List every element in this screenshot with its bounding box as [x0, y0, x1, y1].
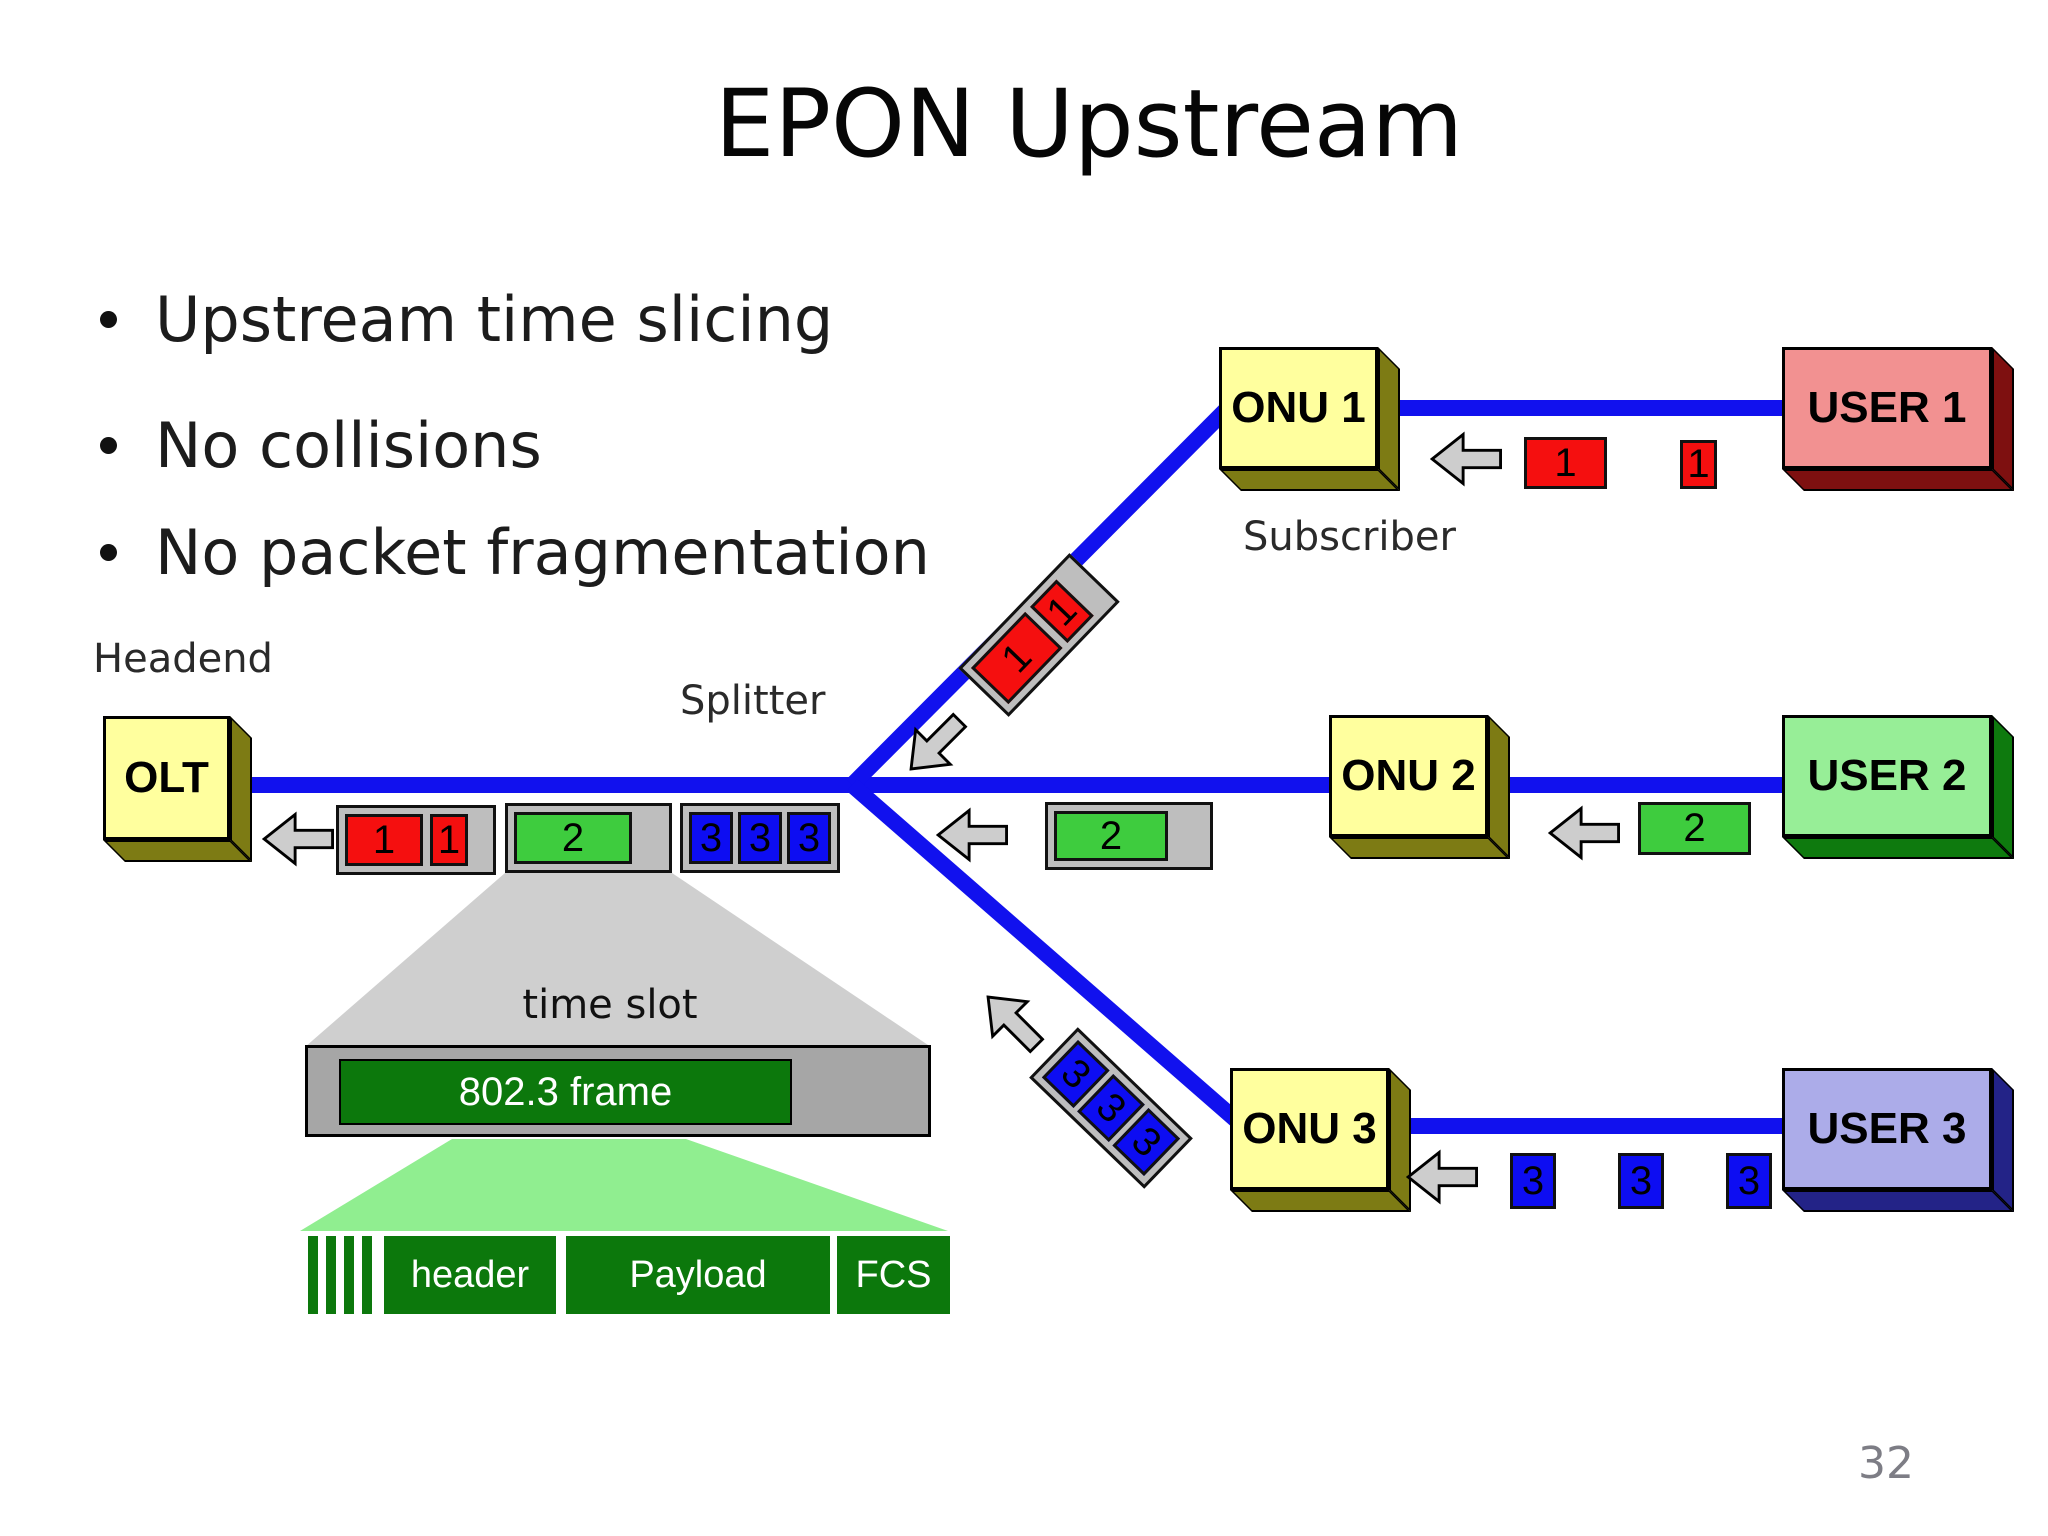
box-shadow-bottom	[103, 840, 252, 862]
timeslot-olt-user1: 1 1	[336, 805, 496, 875]
node-olt-label: OLT	[103, 716, 230, 840]
timeslot-olt-user3: 3 3 3	[680, 803, 840, 873]
box-shadow-right	[1992, 347, 2014, 491]
node-onu1: ONU 1	[1219, 347, 1400, 491]
frame-field-fcs: FCS	[837, 1236, 950, 1314]
frame-802-3-box: 802.3 frame	[339, 1059, 792, 1125]
upstream-arrow-olt-icon	[262, 810, 334, 868]
preamble-stripe	[326, 1236, 336, 1314]
preamble-stripe	[362, 1236, 372, 1314]
packet: 3	[787, 812, 831, 864]
fiber-onu1-user1	[1376, 400, 1782, 416]
node-user3: USER 3	[1782, 1068, 2014, 1212]
node-onu2: ONU 2	[1329, 715, 1510, 859]
node-onu1-label: ONU 1	[1219, 347, 1378, 469]
preamble-stripe	[344, 1236, 354, 1314]
label-headend: Headend	[93, 636, 273, 682]
fiber-onu3-user3	[1387, 1118, 1782, 1134]
upstream-arrow-splitter-icon	[889, 699, 981, 791]
packet: 2	[1054, 811, 1168, 861]
bullet-dot	[100, 437, 117, 454]
label-time-slot: time slot	[522, 982, 698, 1028]
box-shadow-right	[1992, 1068, 2014, 1212]
packet: 1	[345, 814, 423, 866]
box-shadow-bottom	[1782, 837, 2014, 859]
box-shadow-bottom	[1329, 837, 1510, 859]
box-shadow-right	[1992, 715, 2014, 859]
box-shadow-bottom	[1782, 1190, 2014, 1212]
upstream-arrow-onu3-branch-icon	[966, 975, 1058, 1067]
node-user1: USER 1	[1782, 347, 2014, 491]
page-title: EPON Upstream	[714, 70, 1464, 179]
node-onu3: ONU 3	[1230, 1068, 1411, 1212]
packet: 2	[514, 812, 632, 864]
bullet-text: No packet fragmentation	[155, 516, 930, 589]
bullet-item-2: No collisions	[100, 409, 542, 482]
packet: 3	[1618, 1153, 1664, 1209]
packet: 2	[1638, 802, 1751, 855]
frame-field-payload: Payload	[566, 1236, 830, 1314]
bullet-text: Upstream time slicing	[155, 283, 834, 356]
packet: 3	[689, 812, 733, 864]
timeslot-branch-onu1: 1 1	[958, 553, 1120, 717]
label-splitter: Splitter	[680, 678, 826, 724]
node-onu2-label: ONU 2	[1329, 715, 1488, 837]
fiber-onu2-user2	[1488, 777, 1782, 793]
preamble-stripe	[308, 1236, 318, 1314]
frame-field-header: header	[384, 1236, 556, 1314]
packet: 3	[1726, 1153, 1772, 1209]
box-shadow-bottom	[1219, 469, 1400, 491]
packet: 1	[430, 814, 468, 866]
box-shadow-right	[1488, 715, 1510, 859]
node-olt: OLT	[103, 716, 252, 862]
upstream-arrow-user1-icon	[1430, 430, 1502, 488]
bullet-item-1: Upstream time slicing	[100, 283, 833, 356]
bullet-dot	[100, 311, 117, 328]
packet: 3	[738, 812, 782, 864]
fiber-trunk-olt-splitter-onu2	[225, 777, 1329, 793]
page-number: 32	[1858, 1438, 1914, 1489]
packet: 1	[1524, 437, 1607, 489]
packet: 3	[1510, 1153, 1556, 1209]
bullet-text: No collisions	[155, 409, 542, 482]
bullet-dot	[100, 544, 117, 561]
box-shadow-bottom	[1230, 1190, 1411, 1212]
label-subscriber: Subscriber	[1243, 514, 1456, 560]
box-shadow-right	[1378, 347, 1400, 491]
timeslot-branch-onu2: 2	[1045, 802, 1213, 870]
frame-expansion-cone	[300, 1139, 948, 1231]
box-shadow-bottom	[1782, 469, 2014, 491]
node-user3-label: USER 3	[1782, 1068, 1992, 1190]
bullet-item-3: No packet fragmentation	[100, 516, 930, 589]
node-user1-label: USER 1	[1782, 347, 1992, 469]
node-onu3-label: ONU 3	[1230, 1068, 1389, 1190]
node-user2-label: USER 2	[1782, 715, 1992, 837]
upstream-arrow-mid-icon	[936, 806, 1008, 864]
packet: 1	[1680, 440, 1717, 489]
upstream-arrow-user2-icon	[1548, 804, 1620, 862]
upstream-arrow-user3-icon	[1406, 1148, 1478, 1206]
timeslot-olt-user2: 2	[505, 803, 672, 873]
box-shadow-right	[230, 716, 252, 862]
node-user2: USER 2	[1782, 715, 2014, 859]
